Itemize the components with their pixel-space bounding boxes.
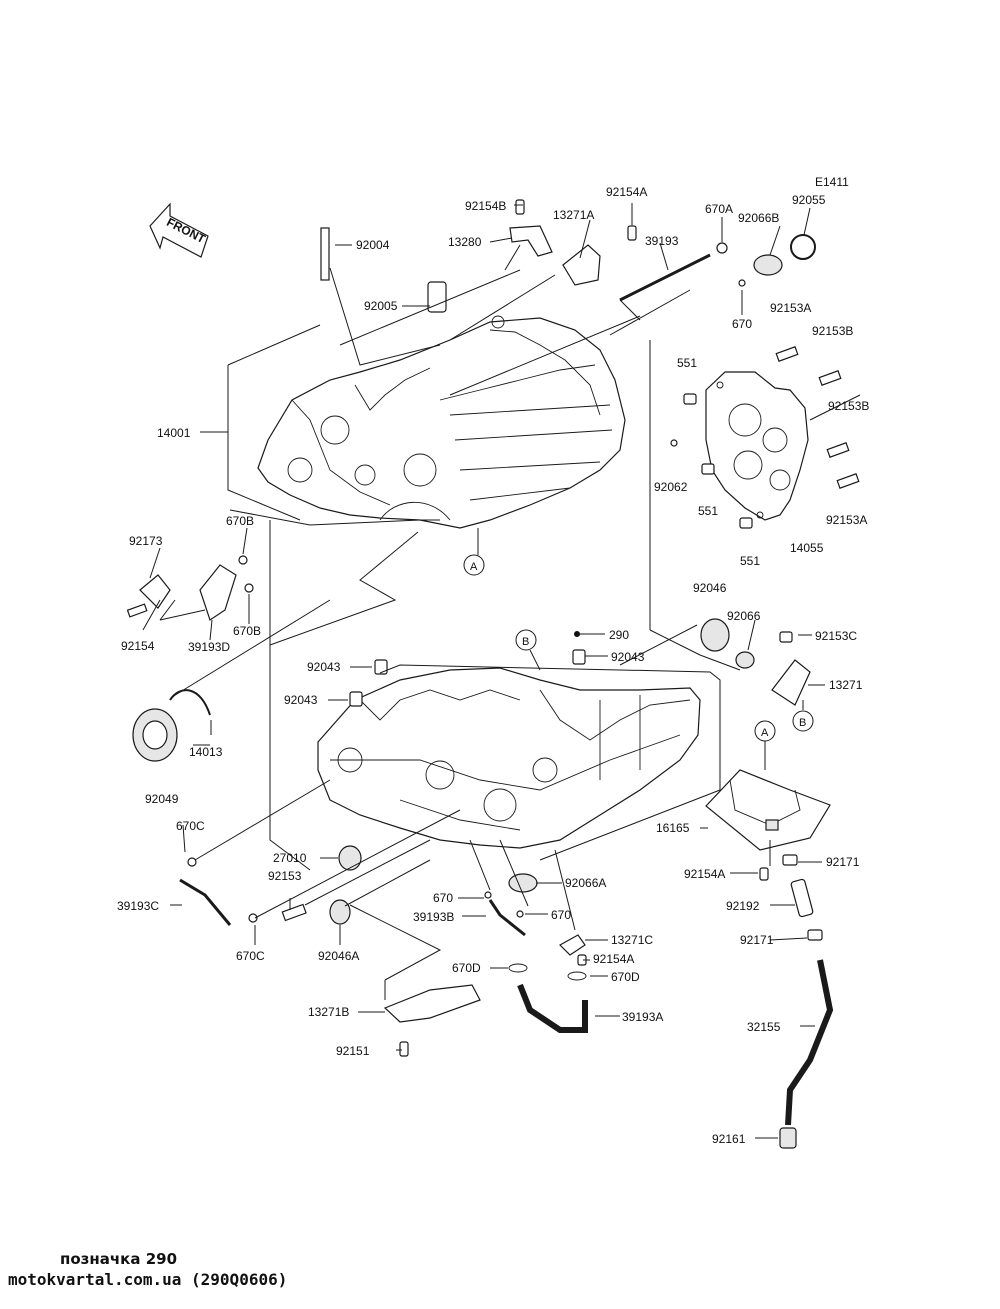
part-label: 92055	[792, 193, 826, 207]
part-label: 92171	[826, 855, 860, 869]
part-label: 39193A	[622, 1010, 663, 1024]
part-label: 39193C	[117, 899, 159, 913]
part-label: 39193B	[413, 910, 454, 924]
svg-text:A: A	[761, 727, 769, 739]
part-label: 14055	[790, 541, 824, 555]
ref-marker-A-lower: A	[754, 720, 776, 742]
stud-92004	[320, 227, 330, 281]
part-label: 92154B	[465, 199, 506, 213]
svg-text:A: A	[470, 561, 478, 573]
part-label: 16165	[656, 821, 690, 835]
part-label: 92066B	[738, 211, 779, 225]
part-label: 92066	[727, 609, 761, 623]
part-label: 92153A	[826, 513, 867, 527]
part-label: 92046A	[318, 949, 359, 963]
part-label: 92153B	[812, 324, 853, 338]
svg-text:B: B	[522, 636, 529, 648]
part-label: 92153B	[828, 399, 869, 413]
part-label: 92066A	[565, 876, 606, 890]
part-label: 290	[609, 628, 629, 642]
part-labels: 92154B 13280 13271A 92154A 670A 92066B 9…	[117, 185, 869, 1146]
small-parts	[126, 199, 860, 1149]
upper-crankcase	[257, 315, 626, 529]
part-label: 92153C	[815, 629, 857, 643]
part-label: 13280	[448, 235, 482, 249]
part-label: 14013	[189, 745, 223, 759]
part-label: 13271C	[611, 933, 653, 947]
part-label: 551	[677, 356, 697, 370]
footer-caption: позначка 290	[60, 1250, 178, 1268]
part-label: 92004	[356, 238, 390, 252]
part-label: 92043	[284, 693, 318, 707]
ref-marker-B-upper: B	[515, 629, 537, 651]
part-label: 670	[551, 908, 571, 922]
part-label: 92173	[129, 534, 163, 548]
part-label: 670D	[611, 970, 640, 984]
part-label: 670C	[236, 949, 265, 963]
part-label: 92154A	[606, 185, 647, 199]
part-label: 92171	[740, 933, 774, 947]
svg-text:B: B	[799, 717, 806, 729]
part-label: 13271B	[308, 1005, 349, 1019]
part-label: 92046	[693, 581, 727, 595]
ref-marker-B-lower: B	[792, 710, 814, 732]
part-label: 551	[740, 554, 760, 568]
part-label: 92161	[712, 1132, 746, 1146]
part-label: 670C	[176, 819, 205, 833]
part-label: 670B	[226, 514, 254, 528]
part-label: 670D	[452, 961, 481, 975]
part-label: 13271A	[553, 208, 594, 222]
part-label: 32155	[747, 1020, 781, 1034]
front-arrow-icon: FRONT	[149, 202, 209, 258]
part-label: 92005	[364, 299, 398, 313]
part-label: 92043	[307, 660, 341, 674]
part-label: 13271	[829, 678, 863, 692]
ref-marker-A-upper: A	[463, 554, 485, 576]
part-label: 670	[433, 891, 453, 905]
part-label: 92154A	[684, 867, 725, 881]
part-label: 14001	[157, 426, 191, 440]
part-label: 670	[732, 317, 752, 331]
part-label: 670B	[233, 624, 261, 638]
lower-crankcase	[317, 667, 701, 849]
part-label: 551	[698, 504, 718, 518]
side-cover-14055	[705, 371, 809, 521]
part-label: 670A	[705, 202, 733, 216]
diagram-code: E1411	[815, 175, 849, 189]
part-label: 92043	[611, 650, 645, 664]
part-label: 92154	[121, 639, 155, 653]
leader-lines	[142, 203, 861, 1139]
part-label: 39193D	[188, 640, 230, 654]
part-label: 92153A	[770, 301, 811, 315]
part-label: 92151	[336, 1044, 370, 1058]
part-label: 39193	[645, 234, 679, 248]
footer-source: motokvartal.com.ua (290Q0606)	[8, 1270, 288, 1289]
part-label: 92192	[726, 899, 760, 913]
part-label: 92153	[268, 869, 302, 883]
part-label: 92062	[654, 480, 688, 494]
part-label: 27010	[273, 851, 307, 865]
part-label: 92154A	[593, 952, 634, 966]
part-label: 92049	[145, 792, 179, 806]
oil-strainer-16165	[705, 769, 831, 851]
